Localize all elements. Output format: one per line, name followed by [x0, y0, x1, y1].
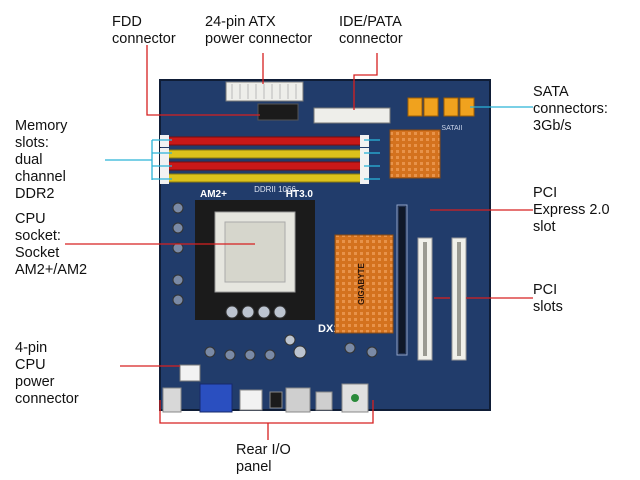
leader-lines-red: [65, 45, 533, 440]
cpu-power-connector-label: 4-pin CPU power connector: [15, 340, 79, 407]
sataii-mark: SATAII: [441, 125, 462, 132]
am2-mark: AM2+: [200, 189, 227, 200]
ide-connector: [313, 107, 391, 124]
audio-ports: [341, 383, 369, 413]
ps2-port: [162, 387, 182, 413]
usb-port-2: [315, 391, 333, 411]
cpu-socket-label: CPU socket: Socket AM2+/AM2: [15, 211, 88, 278]
sata-connector-2: [423, 97, 439, 117]
fdd-connector: [257, 103, 299, 121]
ddr2-mark: DDRII 1066: [254, 185, 296, 194]
sata-connector-1: [407, 97, 423, 117]
rear-io-panel-label: Rear I/O panel: [236, 442, 291, 475]
cpu-power-connector: [179, 364, 201, 382]
ide-connector-label: IDE/PATA connector: [339, 14, 403, 47]
pci-slots-label: PCI slots: [533, 282, 563, 315]
ht3-mark: HT3.0: [286, 189, 314, 200]
dimm-slot-3: [167, 161, 369, 171]
dimm-slot-4: [167, 173, 369, 183]
usb-port: [269, 391, 283, 409]
pcie-slot-label: PCI Express 2.0 slot: [533, 185, 610, 235]
sata-connector-3: [443, 97, 459, 117]
sata-connectors-label: SATA connectors: 3Gb/s: [533, 84, 608, 134]
atx-power-connector-label: 24-pin ATX power connector: [205, 14, 313, 47]
leader-lines-cyan: [105, 106, 533, 180]
dvi-port: [239, 389, 263, 411]
southbridge-heatsink: [334, 234, 394, 334]
gigabyte-mark: GIGABYTE: [357, 262, 366, 304]
fdd-connector-label: FDD connector: [112, 14, 176, 47]
memory-slots-label: Memory slots: dual channel DDR2: [15, 118, 68, 202]
vga-port: [199, 383, 233, 413]
dimm-slot-2: [167, 149, 369, 159]
northbridge-heatsink: [389, 129, 441, 179]
capacitors: [172, 202, 378, 361]
lan-port: [285, 387, 311, 413]
dimm-slot-1: [167, 136, 369, 146]
